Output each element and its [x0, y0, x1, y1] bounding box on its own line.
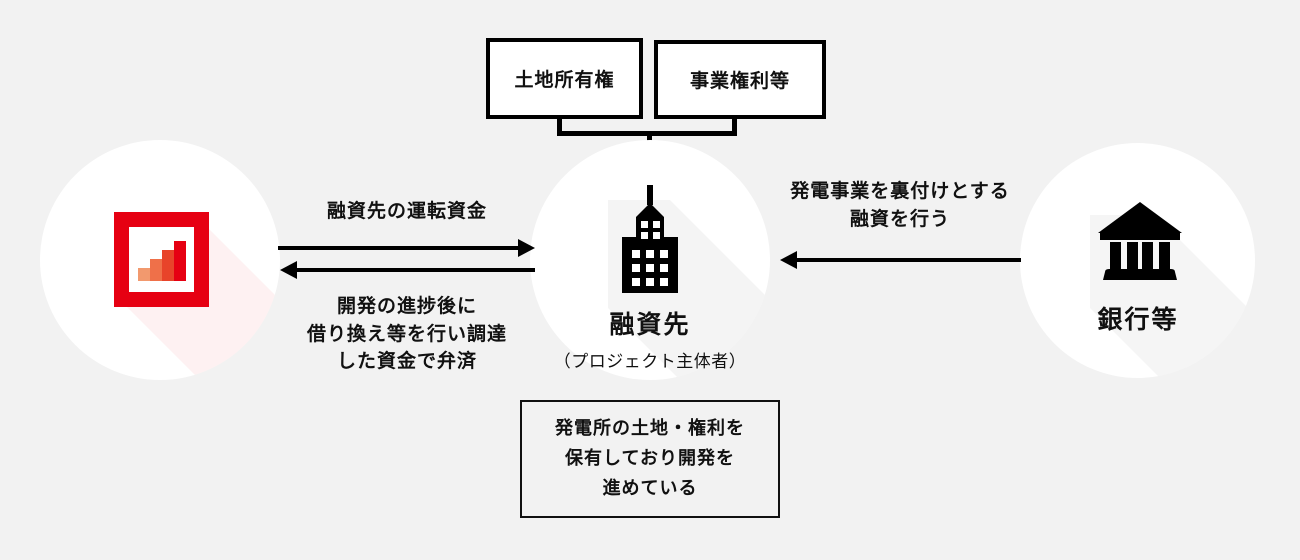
flow-right-line-1: 発電事業を裏付けとする [790, 181, 1010, 202]
arrow-right-icon-top [518, 239, 535, 257]
top-box-land-ownership-label: 土地所有権 [514, 70, 615, 91]
arrow-left-top-line [278, 246, 518, 250]
arrow-left-icon-right-flow [780, 251, 797, 269]
bar-chart-bar-1 [138, 268, 150, 281]
bank-icon [1098, 202, 1182, 280]
bar-chart-bar-4 [174, 241, 186, 281]
connector-vertical-right [732, 118, 737, 136]
office-building-icon [622, 185, 678, 293]
flow-right-label: 発電事業を裏付けとする 融資を行う [745, 178, 1055, 233]
bottom-box-borrower-note: 発電所の土地・権利を 保有しており開発を 進めている [520, 400, 780, 518]
top-box-business-rights: 事業権利等 [654, 40, 826, 119]
node-right-title: 銀行等 [1097, 306, 1179, 334]
node-right-label: 銀行等 [988, 300, 1288, 336]
bottom-box-line-1: 発電所の土地・権利を [555, 418, 745, 439]
flow-right-line-2: 融資を行う [849, 208, 950, 230]
bar-chart-icon-bars [138, 241, 186, 281]
node-center-subtitle: （プロジェクト主体者） [553, 352, 747, 371]
top-box-business-rights-label: 事業権利等 [689, 71, 790, 92]
top-box-land-ownership: 土地所有権 [486, 38, 643, 119]
arrow-right-flow-line [797, 258, 1021, 262]
arrow-left-bottom-line [297, 268, 535, 272]
node-center-title: 融資先 [609, 311, 691, 339]
bottom-box-line-2: 保有しており開発を [565, 448, 735, 469]
flow-left-bottom-line-1: 開発の進捗後に [336, 296, 477, 317]
flow-left-bottom-line-3: した資金で弁済 [336, 351, 477, 373]
flow-left-top-label-text: 融資先の運転資金 [326, 201, 487, 222]
arrow-left-icon-bottom [280, 261, 297, 279]
bar-chart-icon [114, 212, 209, 307]
connector-stub-to-center [647, 131, 652, 145]
bar-chart-bar-3 [162, 250, 174, 281]
flow-left-bottom-label: 開発の進捗後に 借り換え等を行い調達 した資金で弁済 [253, 293, 561, 376]
flow-left-top-label: 融資先の運転資金 [253, 198, 561, 226]
flow-left-bottom-line-2: 借り換え等を行い調達 [306, 323, 507, 345]
node-center-label: 融資先 （プロジェクト主体者） [500, 305, 800, 372]
bottom-box-line-3: 進めている [602, 477, 698, 498]
connector-vertical-left [557, 118, 562, 136]
bar-chart-icon-frame [114, 212, 209, 307]
bar-chart-bar-2 [150, 259, 162, 281]
